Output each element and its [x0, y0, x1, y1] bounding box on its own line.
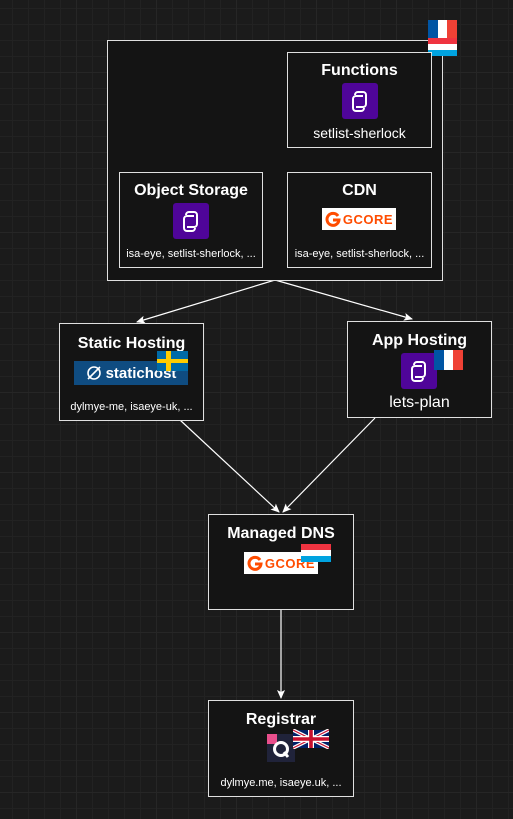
gcore-mark-icon [247, 555, 263, 571]
functions-title: Functions [321, 62, 398, 79]
cdn-node[interactable]: CDN GCORE isa-eye, setlist-sherlock, ... [287, 172, 432, 268]
static-hosting-title: Static Hosting [77, 335, 186, 352]
edge-app-hosting-to-dns [282, 417, 376, 513]
edge-cloud-to-app-hosting [274, 279, 413, 321]
registrar-title: Registrar [245, 711, 317, 728]
functions-node[interactable]: Functions setlist-sherlock [287, 52, 432, 148]
luxembourg-flag-icon [428, 38, 457, 56]
static-hosting-node[interactable]: Static Hosting statichost dylmye-me, isa… [59, 323, 204, 421]
cdn-title: CDN [342, 182, 377, 199]
static-hosting-subtitle: dylmye-me, isaeye-uk, ... [70, 401, 193, 413]
edge-cloud-to-static-hosting [136, 279, 276, 324]
app-hosting-title: App Hosting [371, 332, 468, 349]
gcore-logo: GCORE [322, 208, 396, 230]
managed-dns-node[interactable]: Managed DNS GCORE [208, 514, 354, 610]
edge-static-hosting-to-dns [179, 419, 280, 513]
scaleway-icon [401, 353, 437, 389]
object-storage-title: Object Storage [134, 182, 248, 199]
app-hosting-node[interactable]: App Hosting lets-plan [347, 321, 492, 418]
luxembourg-flag-icon [301, 544, 331, 562]
france-flag-icon [428, 20, 457, 38]
gcore-wordmark: GCORE [342, 211, 394, 227]
statichost-mark-icon [86, 366, 101, 380]
cdn-subtitle: isa-eye, setlist-sherlock, ... [294, 248, 425, 260]
managed-dns-title: Managed DNS [227, 525, 335, 542]
scaleway-icon [173, 203, 209, 239]
qboxmail-icon [267, 734, 295, 762]
object-storage-node[interactable]: Object Storage isa-eye, setlist-sherlock… [119, 172, 263, 268]
uk-flag-icon [293, 729, 329, 749]
object-storage-subtitle: isa-eye, setlist-sherlock, ... [126, 248, 256, 260]
gcore-mark-icon [325, 211, 341, 227]
functions-subtitle: setlist-sherlock [313, 125, 406, 141]
registrar-subtitle: dylmye.me, isaeye.uk, ... [220, 777, 342, 789]
app-hosting-subtitle: lets-plan [389, 394, 450, 411]
sweden-flag-icon [157, 351, 188, 371]
france-flag-icon [434, 350, 463, 370]
scaleway-icon [342, 83, 378, 119]
registrar-node[interactable]: Registrar dylmye.me, isaeye.uk, ... [208, 700, 354, 797]
